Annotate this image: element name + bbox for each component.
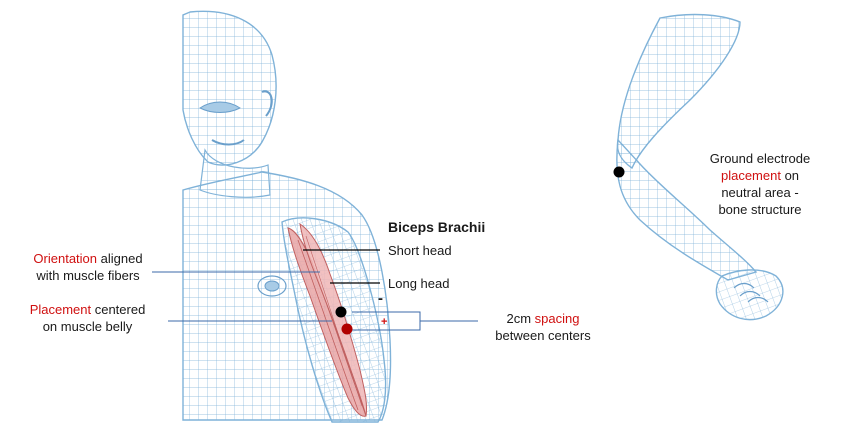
- spacing-line2: between centers: [495, 328, 591, 343]
- nipple-mark: [257, 275, 287, 297]
- ground-line1: Ground electrode: [709, 151, 811, 166]
- orientation-rest: aligned: [97, 251, 143, 266]
- ear-shape: [261, 90, 273, 117]
- plus-sign: +: [381, 316, 388, 328]
- ground-rest: on: [780, 168, 800, 183]
- ground-line4: bone structure: [718, 202, 802, 217]
- head-mesh: [182, 10, 277, 166]
- positive-electrode: [341, 323, 353, 335]
- placement-label: Placement centered on muscle belly: [10, 301, 165, 335]
- short-head-label: Short head: [388, 243, 452, 258]
- minus-sign: -: [378, 290, 383, 307]
- long-head-label: Long head: [388, 276, 450, 291]
- callout-lines: [152, 249, 478, 331]
- mouth-shape: [211, 139, 245, 146]
- eye-shape: [199, 101, 241, 113]
- spacing-prefix: 2cm: [506, 311, 535, 326]
- placement-line2: on muscle belly: [42, 319, 133, 334]
- muscle-title: Biceps Brachii: [388, 219, 486, 235]
- upper-arm-right-mesh: [616, 13, 741, 170]
- orientation-line2: with muscle fibers: [36, 268, 140, 283]
- spacing-label: 2cm spacing between centers: [478, 310, 608, 344]
- orientation-label: Orientation aligned with muscle fibers: [18, 250, 158, 284]
- arm-mesh-figure: [616, 13, 784, 321]
- ground-label: Ground electrode placement on neutral ar…: [690, 150, 830, 218]
- spacing-keyword: spacing: [534, 311, 580, 326]
- placement-keyword: Placement: [29, 302, 92, 317]
- placement-rest: centered: [91, 302, 146, 317]
- ground-electrode: [613, 166, 625, 178]
- ground-keyword: placement: [720, 168, 781, 183]
- torso-mesh-figure: [182, 10, 392, 423]
- negative-electrode: [335, 306, 347, 318]
- hand-right-mesh: [715, 269, 784, 321]
- orientation-keyword: Orientation: [33, 251, 98, 266]
- ground-line3: neutral area -: [721, 185, 799, 200]
